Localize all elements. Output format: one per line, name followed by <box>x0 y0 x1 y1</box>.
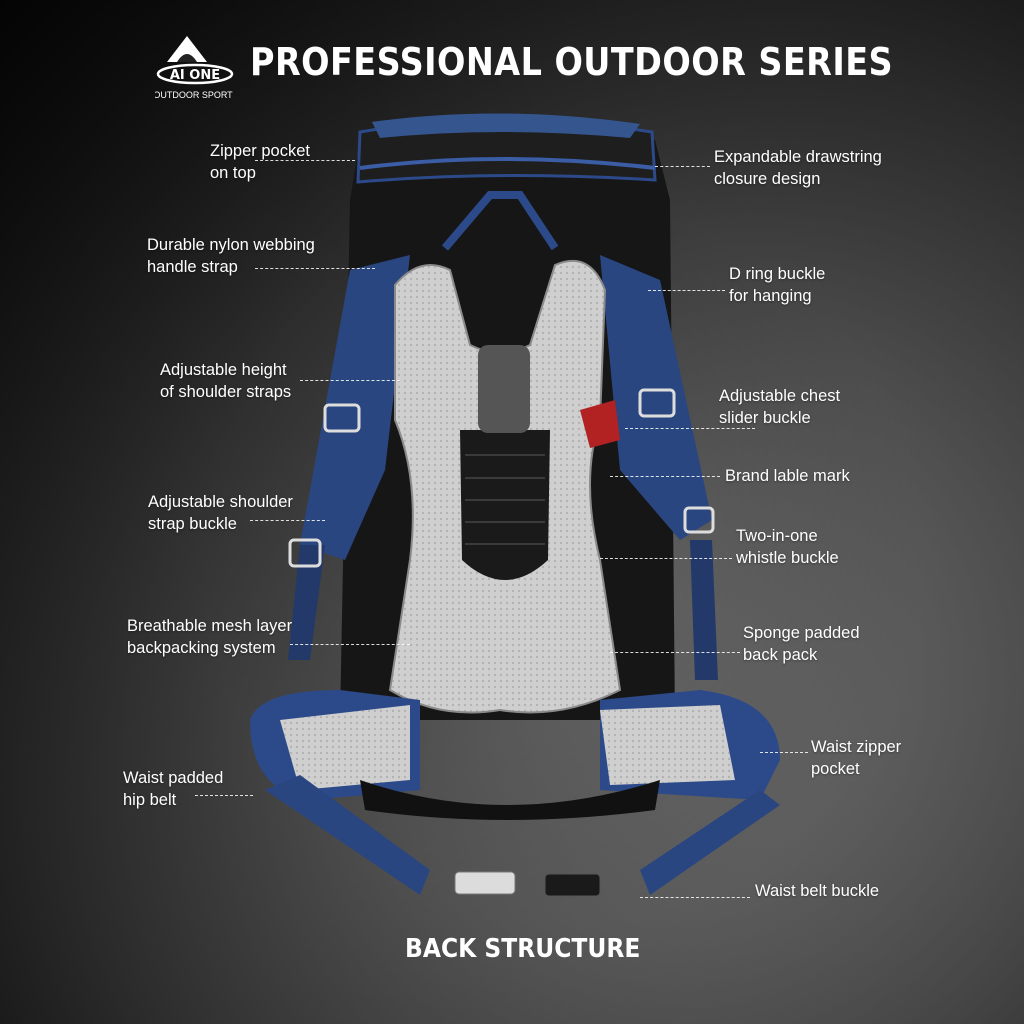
leader-line <box>255 268 375 269</box>
leader-line <box>255 160 355 161</box>
leader-line <box>195 795 253 796</box>
brand-tagline: OUTDOOR SPORT <box>155 90 233 100</box>
leader-line <box>655 166 710 167</box>
leader-line <box>648 290 725 291</box>
leader-line <box>625 428 755 429</box>
leader-line <box>250 520 325 521</box>
leader-line <box>610 652 740 653</box>
leader-line <box>640 897 750 898</box>
brand-name: AI ONE <box>170 68 220 83</box>
leader-line <box>300 380 400 381</box>
label-belt-buckle: Waist belt buckle <box>755 882 880 900</box>
leader-line <box>610 476 720 477</box>
brand-logo: AI ONE OUTDOOR SPORT <box>155 36 234 100</box>
leader-line <box>760 752 808 753</box>
section-title: BACK STRUCTURE <box>405 934 641 964</box>
leader-line <box>600 558 732 559</box>
leader-line <box>290 644 410 645</box>
page-title: PROFESSIONAL OUTDOOR SERIES <box>250 40 894 84</box>
label-brand-mark: Brand lable mark <box>725 467 850 485</box>
